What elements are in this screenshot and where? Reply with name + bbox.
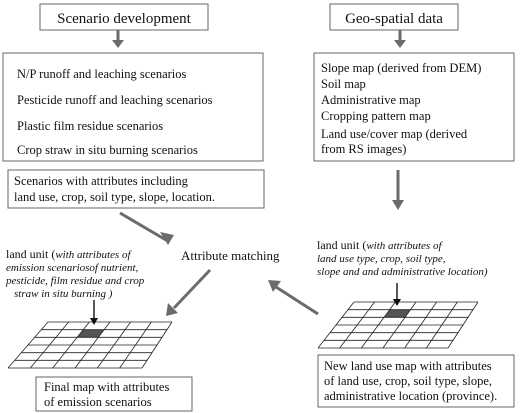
scenario-development-title: Scenario development	[57, 11, 192, 27]
geo-spatial-title: Geo-spatial data	[345, 11, 443, 27]
grid-line	[141, 321, 173, 369]
new-land-use-line: New land use map with attributes	[324, 359, 492, 373]
geo-data-item: Slope map (derived from DEM)	[321, 61, 481, 75]
arrow-scenario-down	[112, 30, 124, 48]
scenario-item: Pesticide runoff and leaching scenarios	[17, 93, 213, 107]
land-unit-left-lead: land unit (	[6, 247, 55, 261]
scenario-development-header: Scenario development	[39, 3, 209, 31]
land-unit-left-pointer	[90, 300, 98, 325]
scenario-attributes-line: Scenarios with attributes including	[14, 174, 189, 188]
new-land-use-grid	[317, 301, 479, 349]
arrow-newmap-to-matching	[268, 280, 319, 316]
land-unit-left-italic: with attributes of	[55, 249, 132, 261]
arrow-to-matching	[119, 211, 174, 245]
scenario-list-box: N/P runoff and leaching scenarios Pestic…	[2, 52, 264, 162]
scenario-item: Crop straw in situ burning scenarios	[17, 143, 198, 157]
geo-data-item: Land use/cover map (derived	[321, 127, 468, 141]
new-land-use-box: New land use map with attributes of land…	[317, 354, 515, 408]
scenario-item: N/P runoff and leaching scenarios	[17, 67, 187, 81]
land-unit-right-pointer	[393, 283, 401, 306]
geo-data-list-box: Slope map (derived from DEM) Soil map Ad…	[313, 52, 515, 162]
land-unit-right-italic: with attributes of	[366, 240, 443, 252]
final-map-line: of emission scenarios	[44, 395, 152, 409]
land-unit-left-label: land unit (with attributes of emission s…	[5, 247, 145, 300]
arrow-matching-to-final	[166, 268, 212, 316]
land-unit-left-italic: straw in situ burning )	[14, 288, 113, 300]
arrow-geo-to-landunit	[392, 170, 404, 210]
geo-data-item: Cropping pattern map	[321, 109, 431, 123]
scenario-attributes-line: land use, crop, soil type, slope, locati…	[14, 190, 215, 204]
final-map-box: Final map with attributes of emission sc…	[35, 376, 193, 412]
new-land-use-line: of land use, crop, soil type, slope,	[324, 374, 492, 388]
scenario-item: Plastic film residue scenarios	[17, 119, 163, 133]
highlighted-land-unit	[77, 329, 105, 338]
geo-data-item: Soil map	[321, 77, 366, 91]
land-unit-left-italic: emission scenariosof nutrient,	[6, 262, 139, 274]
svg-text:land unit (with attributes of: land unit (with attributes of	[6, 247, 132, 261]
land-unit-left-italic: pesticide, film residue and crop	[5, 275, 145, 287]
geo-data-item: from RS images)	[321, 142, 406, 156]
scenario-attributes-box: Scenarios with attributes including land…	[7, 169, 265, 209]
highlighted-land-unit	[384, 309, 411, 318]
grid-line	[447, 301, 479, 349]
geo-spatial-header: Geo-spatial data	[329, 3, 459, 31]
arrow-geo-down	[394, 30, 406, 48]
attribute-matching-label: Attribute matching	[181, 248, 280, 263]
svg-text:land unit (with attributes of: land unit (with attributes of	[317, 238, 443, 252]
land-unit-right-label: land unit (with attributes of land use t…	[317, 238, 488, 278]
final-map-grid	[7, 321, 173, 369]
new-land-use-line: administrative location (province).	[324, 389, 497, 403]
final-map-line: Final map with attributes	[44, 380, 169, 394]
land-unit-right-italic: land use type, crop, soil type,	[317, 253, 446, 265]
land-unit-right-lead: land unit (	[317, 238, 366, 252]
geo-data-item: Administrative map	[321, 93, 421, 107]
land-unit-right-italic: slope and and administrative location)	[317, 266, 488, 278]
